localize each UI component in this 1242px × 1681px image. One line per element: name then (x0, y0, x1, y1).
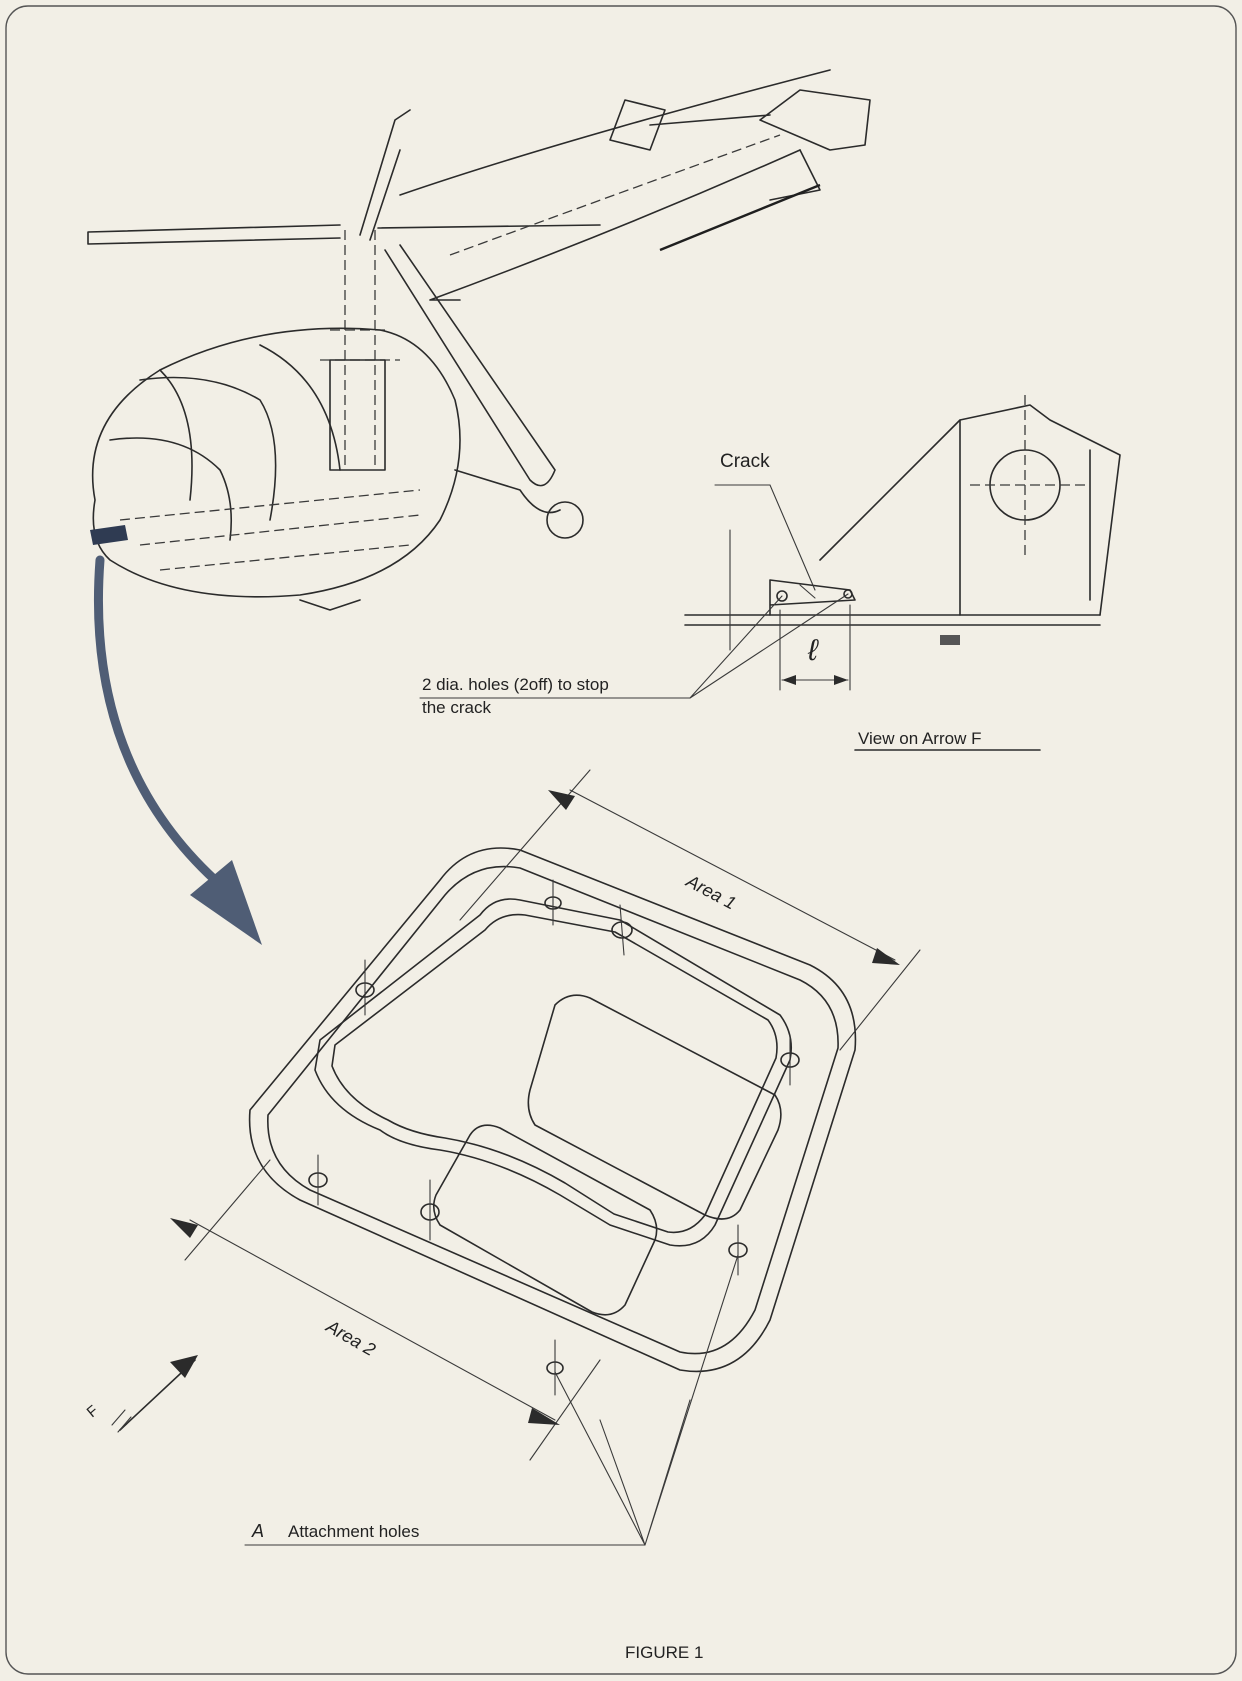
attachment-hole-2 (611, 921, 633, 939)
stop-holes-leader (419, 593, 849, 699)
stop-hole-1 (776, 590, 788, 602)
wheel (546, 501, 584, 539)
tail-fin-right (759, 89, 871, 151)
bracket-outline (819, 404, 1121, 616)
dim-arrows-area2 (170, 1218, 560, 1425)
attachment-leader (244, 1254, 739, 1546)
view-on-arrow-f-label: View on Arrow F (858, 729, 981, 748)
crack-label: Crack (720, 451, 770, 472)
stop-hole-2 (843, 589, 853, 599)
cabin-bubble (91, 327, 461, 598)
landing-strut (454, 469, 561, 514)
plate-outer-outline (248, 847, 857, 1373)
rotor-blade-right (377, 224, 601, 229)
crack-line (799, 584, 816, 599)
location-marker (90, 525, 128, 545)
attachment-holes (308, 879, 800, 1396)
dim-extensions-area2 (184, 1159, 601, 1461)
rotor-blade-back (359, 109, 411, 241)
dim-arrows-l (782, 675, 848, 685)
dimension-l-label: ℓ (807, 634, 819, 667)
dim-extension-lines (779, 604, 851, 691)
arrow-f-head (170, 1355, 198, 1378)
figure-caption: FIGURE 1 (625, 1643, 703, 1662)
plate-flange-inner (331, 913, 778, 1234)
cabin-frame-2 (109, 437, 233, 541)
doubler-plate-detail (170, 769, 921, 1546)
helicopter-illustration (87, 69, 871, 611)
cabin-frame-1 (139, 376, 277, 521)
tail-stabilizer (649, 114, 771, 126)
cutout-lower (432, 1124, 658, 1316)
hole-centerlines (970, 395, 1085, 560)
hole-centerlines (317, 879, 791, 1396)
rotor-blade-front (384, 244, 556, 487)
bracket-foot (940, 635, 960, 645)
sheet-border (5, 5, 1237, 1675)
plate-inner-outline (267, 865, 839, 1355)
stop-holes-label-1: 2 dia. holes (2off) to stop (422, 675, 609, 694)
crack-leader (714, 484, 816, 591)
callout-arrow-head (190, 860, 262, 945)
arrow-f-tail (111, 1409, 132, 1433)
skid-front (299, 599, 361, 611)
tail-boom (399, 69, 831, 301)
dim-line-area2 (189, 1219, 556, 1421)
attachment-letter-label: A (251, 1521, 264, 1541)
cabin-floor-hidden (119, 489, 421, 571)
stop-holes-label-2: the crack (422, 698, 491, 717)
tail-fin-left (609, 99, 666, 151)
tail-rudder (769, 149, 821, 201)
arrow-f-label: F (84, 1402, 102, 1421)
area-2-label: Area 2 (322, 1316, 379, 1360)
rotor-mast (320, 230, 400, 470)
plate-flange-outer (314, 898, 793, 1247)
callout-arrow (93, 555, 220, 885)
rotor-blade-left (87, 224, 341, 245)
tail-boom-underside (659, 183, 821, 252)
engine-block (329, 359, 386, 471)
cabin-frame-3 (159, 369, 193, 501)
dim-arrows-area1 (548, 790, 900, 965)
bracket-sides (959, 419, 1091, 616)
view-on-arrow-f-detail (419, 395, 1121, 751)
dim-line-area1 (569, 789, 896, 961)
arrow-f (111, 1355, 198, 1433)
base-plate (684, 614, 1101, 626)
area-1-label: Area 1 (682, 870, 739, 913)
cabin-frame-4 (259, 344, 341, 471)
cutout-upper (527, 994, 782, 1220)
attachment-holes-label: Attachment holes (288, 1522, 419, 1541)
tail-boom-hidden (449, 134, 781, 256)
